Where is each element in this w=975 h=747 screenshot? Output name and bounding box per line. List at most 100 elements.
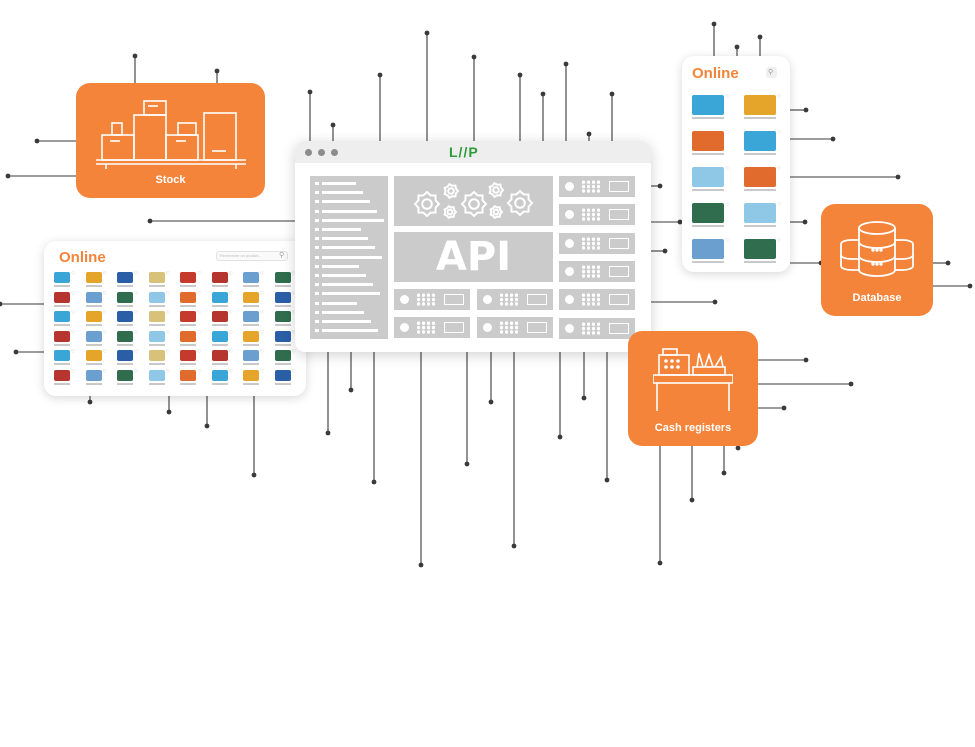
product-thumbnail[interactable]: ♡ [117,369,138,386]
favorite-heart-icon[interactable]: ♡ [260,368,265,375]
product-thumbnail[interactable]: ♡ [117,311,138,327]
search-icon[interactable]: ⚲ [768,69,774,76]
favorite-heart-icon[interactable]: ♡ [725,202,730,208]
product-thumbnail[interactable]: ♡ [117,272,138,288]
product-thumbnail[interactable]: ♡ [692,239,729,264]
product-thumbnail[interactable]: ♡ [148,291,170,308]
favorite-heart-icon[interactable]: ♡ [102,329,107,336]
product-thumbnail[interactable]: ♡ [54,272,75,288]
favorite-heart-icon[interactable]: ♡ [291,368,296,375]
product-thumbnail[interactable]: ♡ [85,350,107,366]
favorite-heart-icon[interactable]: ♡ [197,310,202,316]
favorite-heart-icon[interactable]: ♡ [228,329,233,336]
favorite-heart-icon[interactable]: ♡ [165,329,170,336]
favorite-heart-icon[interactable]: ♡ [725,94,730,100]
product-thumbnail[interactable]: ♡ [85,311,107,327]
favorite-heart-icon[interactable]: ♡ [777,94,782,100]
favorite-heart-icon[interactable]: ♡ [71,368,76,375]
product-thumbnail[interactable]: ♡ [54,330,75,347]
favorite-heart-icon[interactable]: ♡ [134,329,139,336]
favorite-heart-icon[interactable]: ♡ [777,166,782,172]
favorite-heart-icon[interactable]: ♡ [134,290,139,297]
favorite-heart-icon[interactable]: ♡ [165,349,170,355]
product-thumbnail[interactable]: ♡ [274,330,296,347]
product-thumbnail[interactable]: ♡ [274,369,296,386]
search-icon[interactable]: ⚲ [279,252,285,259]
favorite-heart-icon[interactable]: ♡ [777,130,782,136]
product-thumbnail[interactable]: ♡ [274,311,296,327]
product-thumbnail[interactable]: ♡ [744,203,781,228]
favorite-heart-icon[interactable]: ♡ [228,290,233,297]
product-thumbnail[interactable]: ♡ [148,272,170,288]
desktop-search-input[interactable]: Recherche un produit... [216,251,288,261]
favorite-heart-icon[interactable]: ♡ [102,290,107,297]
product-thumbnail[interactable]: ♡ [85,291,107,308]
favorite-heart-icon[interactable]: ♡ [197,329,202,336]
product-thumbnail[interactable]: ♡ [148,350,170,366]
product-thumbnail[interactable]: ♡ [54,369,75,386]
favorite-heart-icon[interactable]: ♡ [228,310,233,316]
product-thumbnail[interactable]: ♡ [692,203,729,228]
favorite-heart-icon[interactable]: ♡ [291,271,296,277]
favorite-heart-icon[interactable]: ♡ [260,271,265,277]
product-thumbnail[interactable]: ♡ [243,330,264,347]
product-thumbnail[interactable]: ♡ [54,350,75,366]
product-thumbnail[interactable]: ♡ [744,239,781,264]
product-thumbnail[interactable]: ♡ [274,350,296,366]
product-thumbnail[interactable]: ♡ [274,272,296,288]
favorite-heart-icon[interactable]: ♡ [102,310,107,316]
favorite-heart-icon[interactable]: ♡ [102,349,107,355]
favorite-heart-icon[interactable]: ♡ [197,368,202,375]
favorite-heart-icon[interactable]: ♡ [165,290,170,297]
product-thumbnail[interactable]: ♡ [54,291,75,308]
favorite-heart-icon[interactable]: ♡ [197,349,202,355]
product-thumbnail[interactable]: ♡ [211,330,233,347]
favorite-heart-icon[interactable]: ♡ [228,368,233,375]
favorite-heart-icon[interactable]: ♡ [291,329,296,336]
mobile-search-button[interactable]: ⚲ [766,67,777,78]
product-thumbnail[interactable]: ♡ [85,369,107,386]
favorite-heart-icon[interactable]: ♡ [134,310,139,316]
product-thumbnail[interactable]: ♡ [744,131,781,156]
product-thumbnail[interactable]: ♡ [744,167,781,192]
product-thumbnail[interactable]: ♡ [180,311,201,327]
favorite-heart-icon[interactable]: ♡ [134,349,139,355]
favorite-heart-icon[interactable]: ♡ [777,202,782,208]
product-thumbnail[interactable]: ♡ [692,95,729,120]
favorite-heart-icon[interactable]: ♡ [777,238,782,244]
favorite-heart-icon[interactable]: ♡ [260,290,265,297]
product-thumbnail[interactable]: ♡ [180,369,201,386]
product-thumbnail[interactable]: ♡ [274,291,296,308]
product-thumbnail[interactable]: ♡ [180,330,201,347]
product-thumbnail[interactable]: ♡ [211,291,233,308]
product-thumbnail[interactable]: ♡ [180,350,201,366]
favorite-heart-icon[interactable]: ♡ [71,271,76,277]
product-thumbnail[interactable]: ♡ [117,350,138,366]
favorite-heart-icon[interactable]: ♡ [725,166,730,172]
product-thumbnail[interactable]: ♡ [117,291,138,308]
favorite-heart-icon[interactable]: ♡ [291,310,296,316]
favorite-heart-icon[interactable]: ♡ [291,290,296,297]
favorite-heart-icon[interactable]: ♡ [71,329,76,336]
product-thumbnail[interactable]: ♡ [211,369,233,386]
product-thumbnail[interactable]: ♡ [117,330,138,347]
favorite-heart-icon[interactable]: ♡ [71,349,76,355]
product-thumbnail[interactable]: ♡ [243,272,264,288]
favorite-heart-icon[interactable]: ♡ [71,290,76,297]
product-thumbnail[interactable]: ♡ [148,311,170,327]
favorite-heart-icon[interactable]: ♡ [134,368,139,375]
product-thumbnail[interactable]: ♡ [85,272,107,288]
favorite-heart-icon[interactable]: ♡ [725,130,730,136]
product-thumbnail[interactable]: ♡ [180,272,201,288]
product-thumbnail[interactable]: ♡ [243,369,264,386]
favorite-heart-icon[interactable]: ♡ [228,271,233,277]
favorite-heart-icon[interactable]: ♡ [165,368,170,375]
product-thumbnail[interactable]: ♡ [692,131,729,156]
product-thumbnail[interactable]: ♡ [148,330,170,347]
product-thumbnail[interactable]: ♡ [54,311,75,327]
favorite-heart-icon[interactable]: ♡ [260,329,265,336]
product-thumbnail[interactable]: ♡ [243,291,264,308]
favorite-heart-icon[interactable]: ♡ [165,310,170,316]
product-thumbnail[interactable]: ♡ [211,350,233,366]
product-thumbnail[interactable]: ♡ [243,311,264,327]
